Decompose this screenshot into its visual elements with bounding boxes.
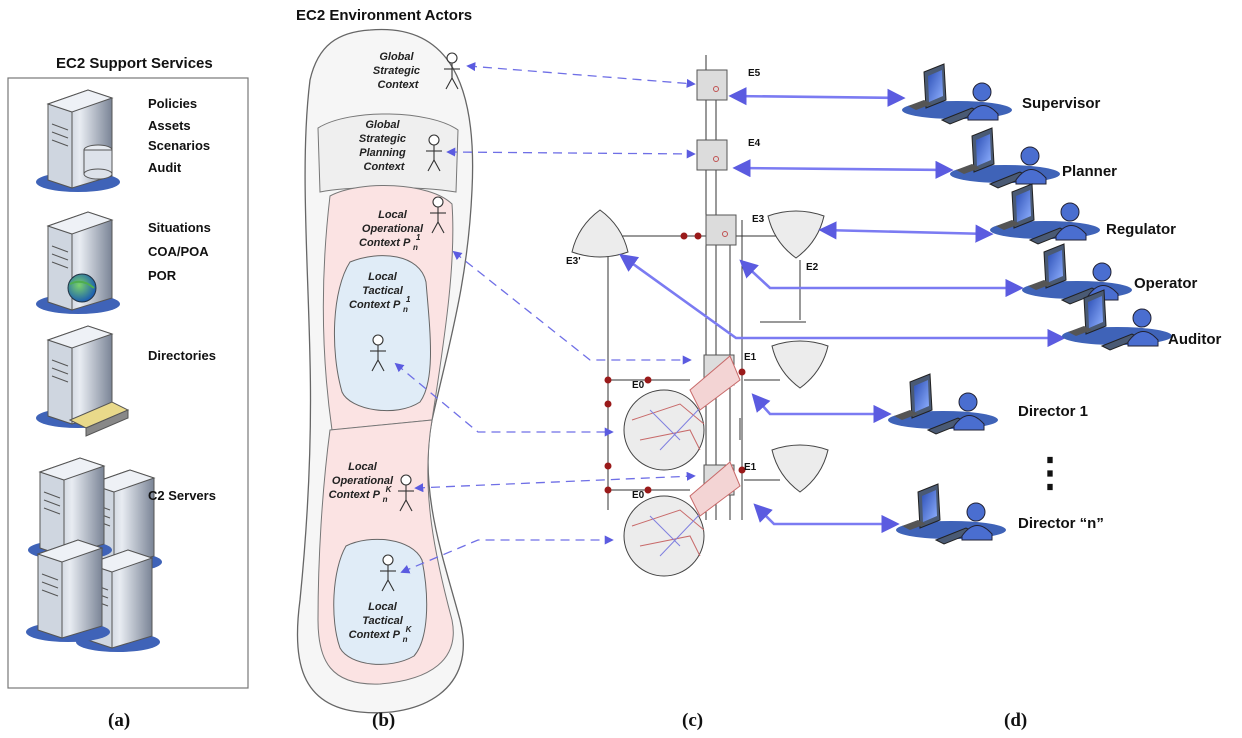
role-label-planner: Planner [1062, 163, 1117, 180]
caption-a: (a) [108, 710, 130, 731]
service-item: Directories [148, 348, 216, 363]
database-icon [83, 144, 113, 180]
context-line: Strategic [359, 133, 406, 145]
context-superscript: K [386, 485, 393, 494]
context-line: Context [378, 79, 420, 91]
funnel-node-icon [767, 210, 825, 259]
service-item: COA/POA [148, 244, 209, 259]
workstation-user-icon [989, 183, 1101, 245]
role-label-supervisor: Supervisor [1022, 95, 1101, 112]
context-line: Local [368, 601, 398, 613]
circle-node-icon [623, 461, 741, 577]
context-line: Context P [329, 489, 381, 501]
context-line: Context P [349, 299, 401, 311]
tape-drive-icon [68, 401, 130, 437]
workstation-user-icon [887, 373, 999, 435]
context-line: Strategic [373, 65, 420, 77]
environment-actors-title: EC2 Environment Actors [296, 7, 472, 24]
service-item: POR [148, 268, 177, 283]
context-label: Local Tactical Context P n K [349, 601, 413, 645]
ellipsis-vertical: ⋮ [1030, 451, 1070, 495]
caption-b: (b) [372, 710, 395, 731]
roles-panel: Supervisor Planner Regulator Operator Au… [887, 63, 1221, 545]
context-line: Local [378, 209, 408, 221]
context-line: Operational [362, 223, 424, 235]
service-item: Audit [148, 160, 182, 175]
context-superscript: 1 [406, 295, 411, 304]
workstation-user-icon [895, 483, 1007, 545]
solid-arrows [619, 87, 1066, 534]
context-line: Context P [349, 629, 401, 641]
context-subscript: n [413, 243, 418, 252]
service-item: Scenarios [148, 138, 210, 153]
workstation-user-icon [901, 63, 1013, 125]
service-group-1: Policies Assets Scenarios Audit [148, 96, 214, 175]
globe-icon [67, 273, 97, 303]
node-label: E0 [632, 380, 645, 391]
role-label-director-n: Director “n” [1018, 515, 1104, 532]
context-subscript: n [403, 305, 408, 314]
node-label: E1 [744, 462, 757, 473]
context-subscript: n [403, 635, 408, 644]
caption-c: (c) [682, 710, 703, 731]
context-line: Operational [332, 475, 394, 487]
node-label: E0 [632, 490, 645, 501]
dashed-arrows [394, 62, 696, 574]
context-label: Local Tactical Context P n 1 [349, 271, 411, 315]
context-line: Local [348, 461, 378, 473]
support-services-panel: EC2 Support Services Policies Assets Sce… [7, 55, 249, 689]
workstation-user-icon [1021, 243, 1133, 305]
role-label-director-1: Director 1 [1018, 403, 1088, 420]
node-label: E3 [752, 214, 765, 225]
service-item: Assets [148, 118, 191, 133]
context-subscript: n [383, 495, 388, 504]
node-label: E5 [748, 68, 761, 79]
box-node-icon [705, 214, 737, 246]
context-label: Local Operational Context P n K [329, 461, 396, 505]
context-superscript: K [406, 625, 413, 634]
context-superscript: 1 [416, 233, 421, 242]
circle-node-icon [623, 355, 741, 471]
caption-d: (d) [1004, 710, 1027, 731]
funnel-node-icon [771, 340, 829, 389]
role-label-operator: Operator [1134, 275, 1198, 292]
context-line: Planning [359, 147, 406, 159]
role-label-auditor: Auditor [1168, 331, 1221, 348]
box-node-icon [696, 139, 728, 171]
context-label: Global Strategic Context [373, 51, 423, 91]
box-node-icon [696, 69, 728, 101]
context-line: Tactical [362, 285, 404, 297]
context-line: Context [364, 161, 406, 173]
server-cluster-icon [25, 457, 163, 653]
context-line: Local [368, 271, 398, 283]
service-item: Policies [148, 96, 197, 111]
workstation-user-icon [949, 127, 1061, 189]
funnel-node-icon [771, 444, 829, 493]
context-label: Global Strategic Planning Context [359, 119, 409, 173]
network-panel: E5 E4 E3 E2 E3' E1 E0 E1 E0 [566, 55, 829, 577]
node-label: E2 [806, 262, 819, 273]
service-item: C2 Servers [148, 488, 216, 503]
service-group-2: Situations COA/POA POR [148, 220, 214, 283]
role-label-regulator: Regulator [1106, 221, 1176, 238]
context-line: Tactical [362, 615, 404, 627]
panel-captions: (a) (b) (c) (d) [108, 710, 1027, 731]
context-line: Global [365, 119, 400, 131]
node-label: E1 [744, 352, 757, 363]
support-services-title: EC2 Support Services [56, 55, 213, 72]
service-item: Situations [148, 220, 211, 235]
node-label: E3' [566, 256, 581, 267]
funnel-node-icon [571, 209, 629, 258]
context-label: Local Operational Context P n 1 [359, 209, 426, 253]
node-label: E4 [748, 138, 761, 149]
context-line: Global [379, 51, 414, 63]
environment-actors-panel: EC2 Environment Actors Global Strategic … [296, 7, 474, 714]
context-line: Context P [359, 237, 411, 249]
